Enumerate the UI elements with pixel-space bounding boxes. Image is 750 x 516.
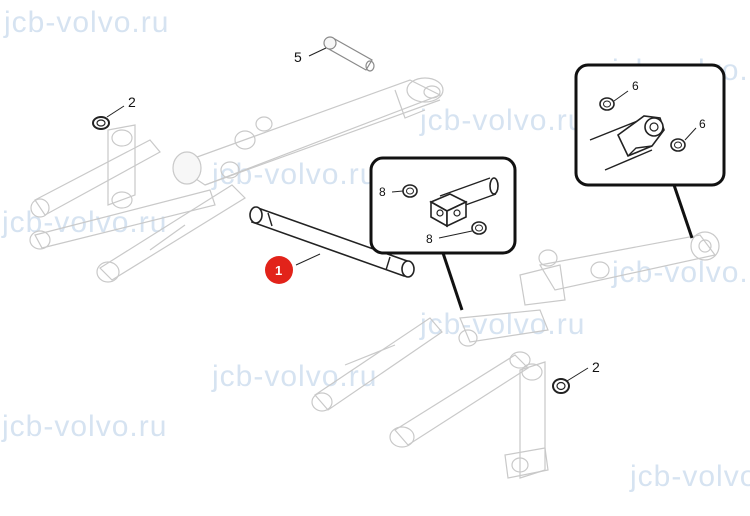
watermark-9: jcb-volvo.ru — [1, 410, 167, 443]
callout-2-right-label: 2 — [592, 359, 600, 375]
callout-2-left-label: 2 — [128, 94, 136, 110]
bushing-part-2-left[interactable]: 2 — [92, 94, 136, 130]
detail-right-label-top: 6 — [632, 79, 639, 93]
watermark-3: jcb-volvo.ru — [419, 104, 585, 137]
detail-view-left[interactable]: 8 8 — [369, 156, 517, 255]
watermark-7: jcb-volvo.ru — [419, 308, 585, 341]
watermark-4: jcb-volvo.ru — [211, 158, 377, 191]
watermark-1: jcb-volvo.ru — [3, 6, 169, 39]
pin-part-5[interactable]: 5 — [294, 36, 375, 72]
callout-1-label: 1 — [275, 263, 282, 278]
shaft-part-1[interactable]: 1 — [249, 206, 415, 284]
detail-view-right[interactable]: 6 6 — [574, 63, 726, 187]
detail-left-label-top: 8 — [379, 185, 386, 199]
callout-5-label: 5 — [294, 49, 302, 65]
watermark-10: jcb-volvo.ru — [629, 460, 750, 493]
background-assembly — [29, 77, 720, 479]
watermark-8: jcb-volvo.ru — [211, 360, 377, 393]
detail-left-pointer — [441, 252, 464, 311]
detail-right-pointer — [672, 184, 694, 239]
bushing-part-2-right[interactable]: 2 — [552, 359, 600, 394]
detail-left-label-bottom: 8 — [426, 232, 433, 246]
callout-1-marker — [265, 256, 293, 284]
detail-right-label-right: 6 — [699, 117, 706, 131]
watermark-6: jcb-volvo.ru — [611, 256, 750, 289]
